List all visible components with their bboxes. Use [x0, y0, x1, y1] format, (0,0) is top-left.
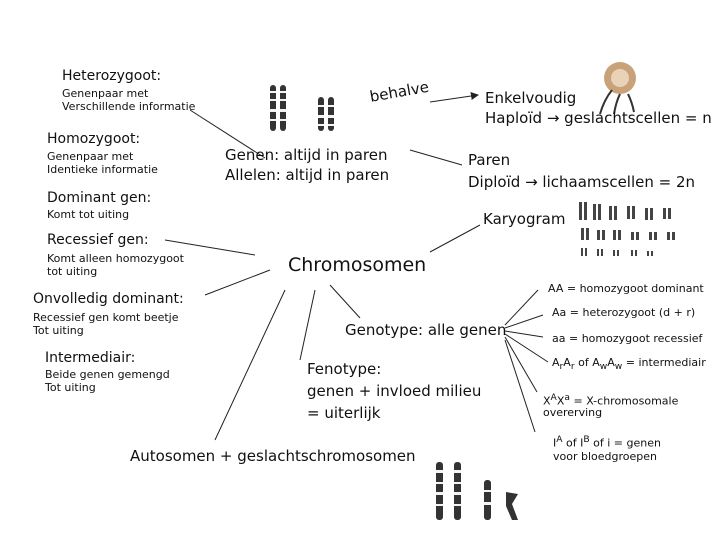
fenotype-line-2: genen + invloed milieu: [307, 382, 482, 400]
chromosomen-title: Chromosomen: [288, 254, 427, 276]
arrow-icon: →: [546, 109, 560, 127]
homozygoot-desc-2: Identieke informatie: [47, 163, 158, 176]
intermediair-desc-2: Tot uiting: [45, 381, 96, 394]
genotype-bloedgroep-line-2: voor bloedgroepen: [553, 450, 657, 463]
dominant-title: Dominant gen:: [47, 190, 152, 206]
heterozygoot-desc-2: Verschillende informatie: [62, 100, 196, 113]
recessief-desc: Komt alleen homozygoot: [47, 252, 184, 265]
onvolledig-title: Onvolledig dominant:: [33, 291, 184, 307]
arrow-icon: →: [525, 173, 538, 191]
genotype-x-chromosomaal-line-2: overerving: [543, 406, 603, 419]
line-paren: [409, 149, 463, 166]
karyogram-icon: [579, 202, 675, 256]
line-to-karyogram: [429, 224, 481, 253]
dominant-desc: Komt tot uiting: [47, 208, 130, 221]
line-genotype-5: [504, 336, 538, 393]
heterozygoot-title: Heterozygoot:: [62, 68, 162, 84]
intermediair-title: Intermediair:: [45, 350, 136, 366]
onvolledig-desc: Recessief gen komt beetje: [33, 311, 179, 324]
karyogram-text: Karyogram: [483, 210, 566, 228]
enkelvoudig-text: Enkelvoudig: [485, 89, 577, 107]
line-to-genotype: [329, 284, 361, 319]
line-genotype-4: [504, 333, 549, 363]
genotype-homozygoot-recessief: aa = homozygoot recessief: [552, 332, 703, 345]
autosomen-text: Autosomen + geslachtschromosomen: [130, 447, 416, 465]
homozygoot-desc: Genenpaar met: [47, 150, 134, 163]
genotype-x-chromosomaal: XAXa = X-chromosomale: [543, 392, 679, 408]
line-to-autosomen: [214, 289, 286, 441]
intermediair-desc: Beide genen gemengd: [45, 368, 170, 381]
line-genotype-6: [504, 339, 536, 433]
sperm-egg-icon: [599, 62, 636, 115]
heterozygoot-desc: Genenpaar met: [62, 87, 149, 100]
line-to-fenotype: [299, 289, 316, 361]
line-genotype-3: [504, 330, 544, 338]
genotype-homozygoot-dominant: AA = homozygoot dominant: [548, 282, 704, 295]
line-behalve: [429, 92, 479, 103]
recessief-desc-2: tot uiting: [47, 265, 98, 278]
genotype-heterozygoot: Aa = heterozygoot (d + r): [552, 306, 696, 319]
line-to-recessief: [164, 239, 256, 256]
fenotype-title: Fenotype:: [307, 360, 382, 378]
genotype-text: Genotype: alle genen: [345, 321, 507, 339]
fenotype-line-3: = uiterlijk: [307, 404, 381, 422]
chromosome-pair-icon: [270, 85, 334, 131]
paren-text: Paren: [468, 151, 511, 169]
haploid-line: Haploïd → geslachtscellen = n: [485, 109, 712, 127]
homozygoot-title: Homozygoot:: [47, 131, 141, 147]
recessief-title: Recessief gen:: [47, 232, 149, 248]
line-to-genen: [189, 109, 266, 159]
genen-paren-text: Genen: altijd in paren: [225, 146, 388, 164]
allelen-paren-text: Allelen: altijd in paren: [225, 166, 390, 184]
line-genotype-1: [504, 289, 539, 326]
genotype-bloedgroep: IA of IB of i = genen: [553, 434, 661, 450]
line-to-onvolledig: [204, 269, 271, 296]
onvolledig-desc-2: Tot uiting: [33, 324, 84, 337]
sex-chromosomes-icon: [436, 462, 518, 520]
genotype-intermediair: ArAr of AwAw = intermediair: [552, 356, 706, 373]
line-genotype-2: [504, 314, 544, 329]
diploid-line: Diploïd → lichaamscellen = 2n: [468, 173, 696, 191]
